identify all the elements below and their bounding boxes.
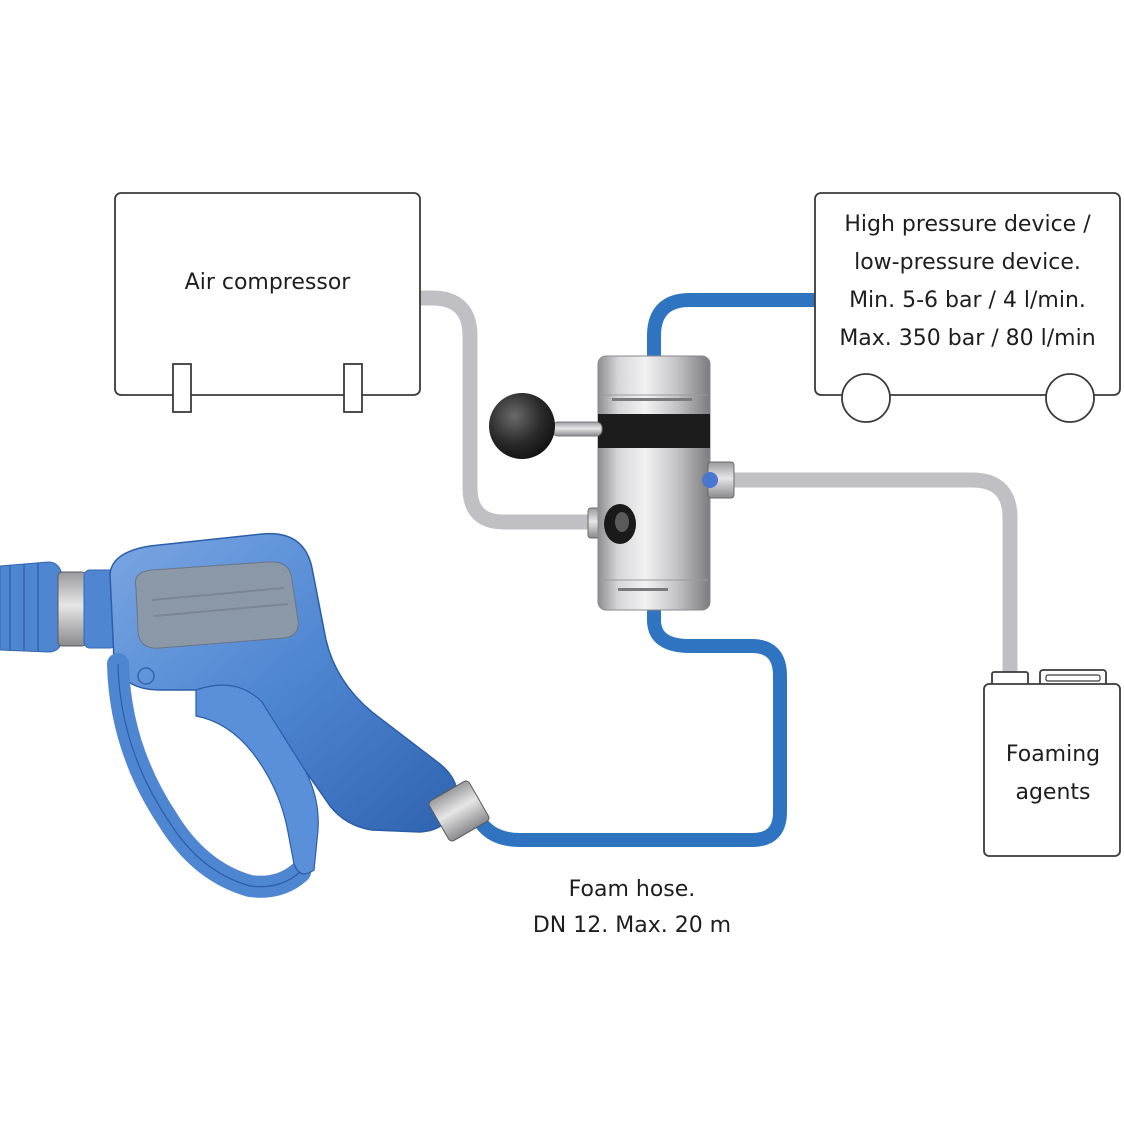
container-handle-inner (1045, 674, 1101, 682)
pressure-device-label-line: Min. 5-6 bar / 4 l/min. (849, 288, 1086, 313)
foam-unit-body (597, 355, 711, 611)
foam-hose (471, 610, 787, 847)
foaming-agent-label: Foaming agents (985, 736, 1121, 812)
air-hose-foaming-agent (730, 472, 1018, 682)
air-hose-compressor (420, 290, 590, 530)
pressure-device-label-line: Max. 350 bar / 80 l/min (839, 326, 1096, 351)
pressure-device-body (814, 192, 1121, 396)
spray-gun-coupling (57, 571, 87, 647)
foam-unit-collar (598, 414, 710, 448)
foam-hose-label: Foam hose. DN 12. Max. 20 m (482, 872, 782, 944)
pressure-device-label-line: low-pressure device. (854, 250, 1081, 275)
air-compressor-foot-right (343, 363, 363, 413)
air-compressor-label: Air compressor (115, 264, 420, 302)
pressure-device-label: High pressure device / low-pressure devi… (815, 206, 1120, 358)
foam-hose-label-line: Foam hose. (568, 877, 696, 902)
spray-gun-grip-insert (134, 561, 299, 649)
pressure-device-label-line: High pressure device / (844, 212, 1091, 237)
water-hose-pressure-device (647, 293, 815, 360)
air-compressor (114, 192, 421, 413)
foam-unit (587, 355, 735, 611)
air-compressor-body (114, 192, 421, 396)
foaming-agent-container (983, 669, 1121, 857)
air-compressor-label-text: Air compressor (184, 270, 351, 295)
foam-unit-control-knob (489, 393, 603, 459)
foaming-agent-label-line: agents (1015, 780, 1091, 805)
pressure-device (814, 192, 1121, 423)
spray-gun (0, 532, 490, 898)
pressure-device-wheel-left (841, 373, 891, 423)
foaming-agent-label-line: Foaming (1005, 742, 1101, 767)
spray-gun-outlet-fitting (428, 780, 490, 842)
container-body (983, 683, 1121, 857)
air-compressor-foot-left (172, 363, 192, 413)
pressure-device-wheel-right (1045, 373, 1095, 423)
foam-hose-label-line: DN 12. Max. 20 m (532, 913, 732, 938)
spray-gun-trigger (195, 684, 319, 875)
knob-ball-icon (489, 393, 555, 459)
